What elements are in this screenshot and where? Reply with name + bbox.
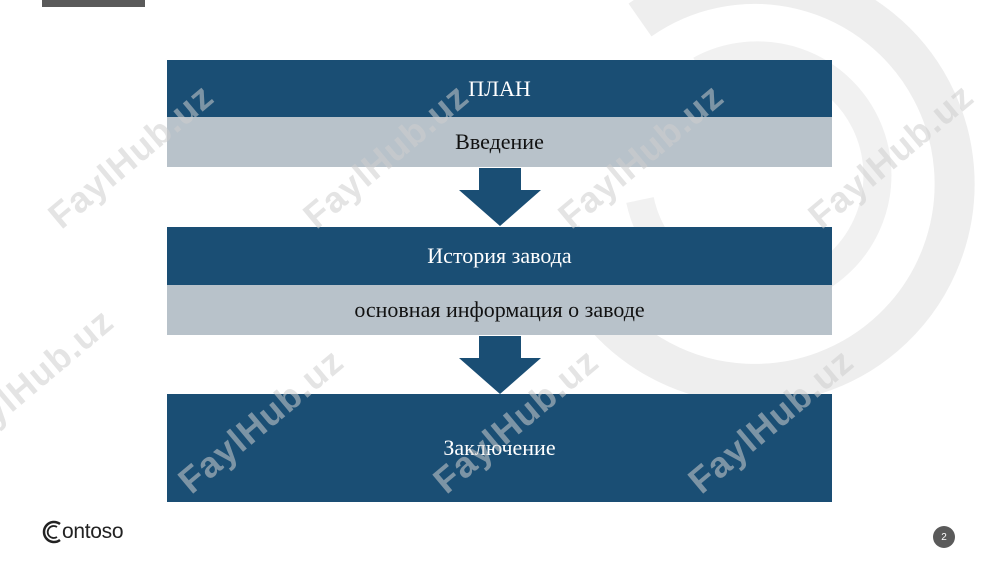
- intro-label: Введение: [455, 129, 544, 154]
- main-info-label: основная информация о заводе: [354, 297, 645, 322]
- plan-header: ПЛАН: [167, 60, 832, 117]
- conclusion-label: Заключение: [443, 435, 556, 460]
- main-info-row: основная информация о заводе: [167, 285, 832, 335]
- logo-text: ontoso: [62, 520, 124, 543]
- page-number-badge: 2: [933, 526, 955, 548]
- history-header: История завода: [167, 227, 832, 285]
- page-number: 2: [941, 531, 947, 543]
- contoso-logo: ontoso: [40, 514, 124, 550]
- watermark-text: FaylHub.uz: [0, 299, 122, 462]
- top-accent-bar: [42, 0, 145, 7]
- history-label: История завода: [427, 243, 572, 268]
- plan-header-label: ПЛАН: [468, 75, 531, 101]
- conclusion-block: Заключение: [167, 394, 832, 502]
- down-arrow-icon: [459, 336, 541, 394]
- logo-c-icon: [42, 520, 61, 544]
- down-arrow-icon: [459, 168, 541, 226]
- intro-row: Введение: [167, 117, 832, 167]
